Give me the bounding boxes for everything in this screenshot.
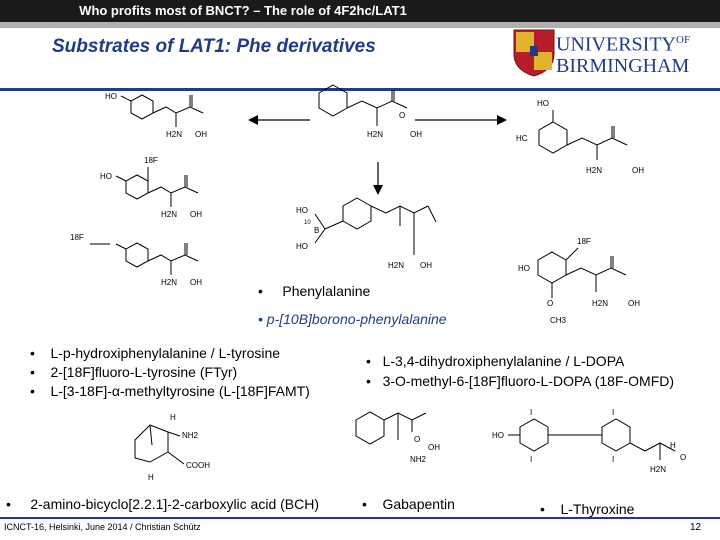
label-i: I [612, 455, 614, 464]
label-hc: HC [516, 134, 528, 143]
label-b: B [314, 226, 319, 235]
right-list-item-2: • 3-O-methyl-6-[18F]fluoro-L-DOPA (18F-O… [366, 373, 675, 389]
label-ho: HO [518, 264, 530, 273]
presentation-title: Who profits most of BNCT? – The role of … [79, 3, 407, 18]
label-oh: OH [190, 210, 202, 219]
bpa-ring [342, 197, 372, 230]
label-ho: HO [296, 242, 308, 251]
center-item-1: • Phenylalanine [258, 283, 371, 299]
label-o: O [399, 111, 405, 120]
thyroxine-ring-a [519, 418, 549, 452]
dopa-ring [538, 121, 568, 154]
title-rule [0, 88, 720, 91]
gabapentin-ring [355, 411, 385, 445]
label-oh: OH [632, 166, 644, 175]
footer-credit: ICNCT-16, Helsinki, June 2014 / Christia… [4, 522, 201, 532]
label-h: H [170, 413, 176, 422]
label-f18: 18F [144, 156, 158, 165]
label-b10: 10 [304, 220, 311, 226]
header-rule [0, 22, 720, 28]
label-oh: OH [628, 299, 640, 308]
bch-label: • 2-amino-bicyclo[2.2.1]-2-carboxylic ac… [6, 496, 320, 512]
label-f18: 18F [70, 233, 84, 242]
page-number: 12 [690, 522, 702, 533]
ftyr-ring [125, 174, 149, 200]
label-oh: OH [410, 130, 422, 139]
crest-icon [513, 29, 555, 77]
university-logo [512, 26, 720, 82]
label-ho: HO [492, 431, 504, 440]
label-h2n: H2N [388, 261, 404, 270]
label-h2n: H2N [161, 210, 177, 219]
top-bar: Who profits most of BNCT? – The role of … [0, 0, 720, 22]
label-i: I [530, 455, 532, 464]
phenylalanine-ring [318, 84, 348, 117]
label-h: H [148, 473, 154, 482]
thyroxine-ring-b [601, 418, 631, 452]
left-list-item-3: • L-[3-18F]-α-methyltyrosine (L-[18F]FAM… [30, 383, 310, 399]
label-h2n: H2N [592, 299, 608, 308]
label-o: O [547, 299, 553, 308]
label-h2n: H2N [161, 278, 177, 287]
gabapentin-label: • Gabapentin [362, 496, 455, 512]
label-ch3: CH3 [550, 316, 567, 325]
label-o: O [414, 435, 420, 444]
label-oh: OH [420, 261, 432, 270]
label-oh: OH [190, 278, 202, 287]
omfd-ring [537, 251, 567, 284]
tyrosine-ring [130, 94, 154, 120]
label-i: I [530, 408, 532, 417]
label-ho: HO [296, 206, 308, 215]
center-item-2: • p-[10B]borono-phenylalanine [258, 311, 447, 327]
label-ho: HO [100, 172, 112, 181]
right-list-item-1: • L-3,4-dihydroxiphenylalanine / L-DOPA [366, 353, 625, 369]
left-list-item-2: • 2-[18F]fluoro-L-tyrosine (FTyr) [30, 364, 238, 380]
label-h: H [670, 441, 676, 450]
slide-title: Substrates of LAT1: Phe derivatives [52, 36, 376, 57]
famt-ring [125, 242, 149, 268]
label-nh2: NH2 [182, 431, 199, 440]
label-ho: HO [537, 99, 549, 108]
label-h2n: H2N [367, 130, 383, 139]
label-oh: OH [428, 443, 440, 452]
footer-rule [0, 517, 720, 519]
label-f18: 18F [577, 237, 591, 246]
left-list-item-1: • L-p-hydroxiphenylalanine / L-tyrosine [30, 345, 281, 361]
label-h2n: H2N [650, 465, 666, 474]
label-i: I [612, 408, 614, 417]
label-ho: HO [105, 92, 117, 101]
label-nh2: NH2 [410, 455, 427, 464]
label-oh: OH [195, 130, 207, 139]
label-h2n: H2N [586, 166, 602, 175]
thyroxine-label: • L-Thyroxine [540, 501, 635, 517]
label-cooh: COOH [186, 461, 210, 470]
university-name: UNIVERSITYOF BIRMINGHAM [556, 33, 691, 77]
label-o: O [680, 453, 686, 462]
label-h2n: H2N [166, 130, 182, 139]
